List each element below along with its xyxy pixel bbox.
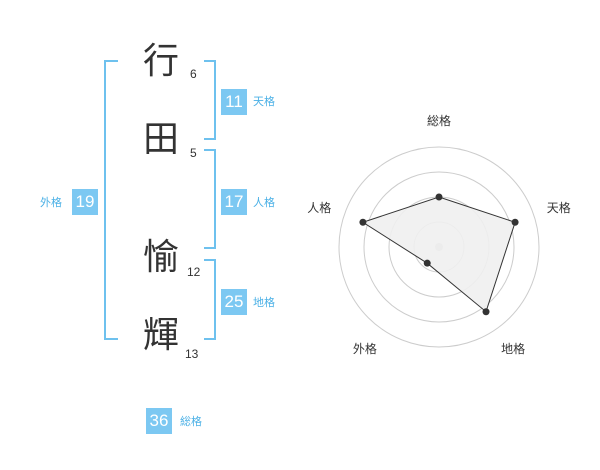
name-kanji-2: 田	[142, 119, 179, 160]
soukaku-label: 総格	[180, 415, 202, 428]
name-kanji-3: 愉	[142, 237, 179, 278]
jinkaku-bracket	[204, 149, 216, 249]
tenkaku-bracket	[204, 60, 216, 140]
radar-point-3	[482, 308, 490, 316]
jinkaku-badge: 17	[221, 189, 247, 215]
radar-point-1	[435, 193, 443, 201]
radar-grid-ring	[338, 146, 540, 348]
radar-axis-label: 天格	[547, 200, 571, 215]
gaikaku-bracket	[104, 60, 118, 340]
radar-axis-label: 外格	[353, 341, 377, 356]
name-kanji-1: 行	[142, 41, 179, 82]
radar-axis-label: 総格	[427, 113, 451, 128]
radar-point-4	[423, 259, 431, 267]
radar-point-5	[359, 218, 367, 226]
stroke-count-2: 5	[190, 146, 197, 160]
stroke-count-1: 6	[190, 67, 197, 81]
stroke-count-4: 13	[185, 347, 199, 361]
stroke-count-3: 12	[187, 265, 201, 279]
radar-grid-ring	[363, 171, 515, 323]
tenkaku-badge: 11	[221, 89, 247, 115]
chikaku-badge: 25	[221, 289, 247, 315]
radar-series-area	[361, 196, 516, 313]
tenkaku-label: 天格	[253, 95, 275, 108]
gaikaku-label: 外格	[40, 196, 62, 209]
jinkaku-label: 人格	[253, 196, 275, 209]
radar-axis-label: 地格	[501, 341, 525, 356]
soukaku-badge: 36	[146, 408, 172, 434]
radar-axis-label: 人格	[307, 200, 331, 215]
chikaku-bracket	[204, 259, 216, 340]
chikaku-label: 地格	[253, 296, 275, 309]
gaikaku-badge: 19	[72, 189, 98, 215]
name-kanji-4: 輝	[142, 315, 179, 356]
radar-point-2	[511, 218, 519, 226]
